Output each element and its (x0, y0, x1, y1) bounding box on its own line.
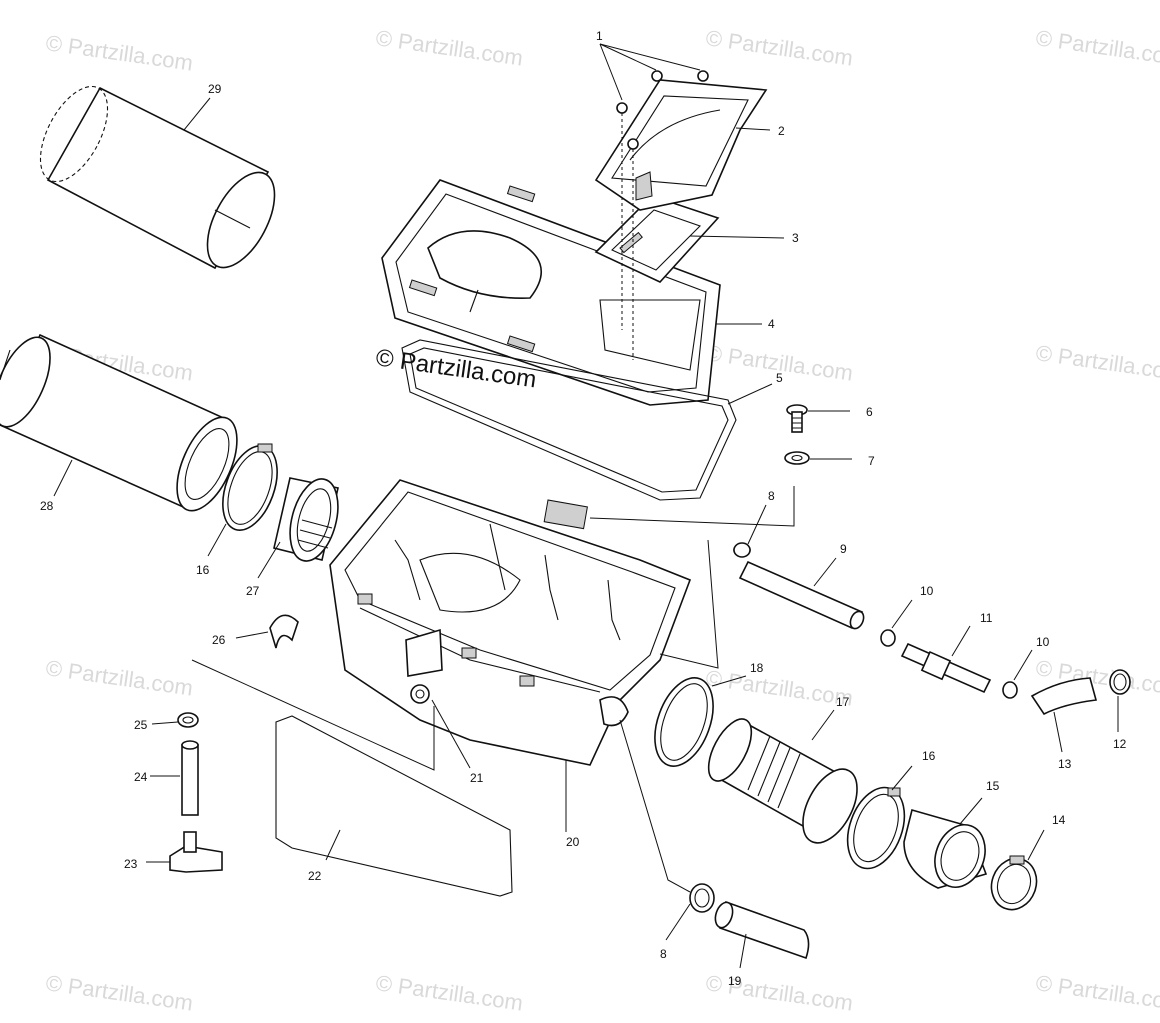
callout-12: 12 (1113, 737, 1127, 751)
callout-16-right: 16 (922, 749, 936, 763)
part-intake-adapter (707, 718, 858, 844)
part-filter-sleeve (39, 85, 276, 270)
leader-lines (53, 43, 1119, 969)
part-hose-clamp-left (222, 443, 278, 531)
part-drain-assembly (169, 712, 223, 873)
callout-23: 23 (124, 857, 138, 871)
callout-25: 25 (134, 718, 148, 732)
callout-7: 7 (868, 454, 875, 468)
callout-16-left: 16 (196, 563, 210, 577)
callout-4: 4 (768, 317, 775, 331)
callout-27: 27 (246, 584, 260, 598)
callout-8-lower: 8 (660, 947, 667, 961)
part-air-box-base (329, 479, 692, 766)
watermark: © Partzilla.com (1034, 25, 1160, 70)
watermark: © Partzilla.com (704, 25, 854, 70)
part-clip (269, 614, 299, 649)
part-breather-tube (733, 543, 865, 630)
part-grommet (410, 684, 430, 704)
part-air-filter (0, 333, 238, 512)
callout-22: 22 (308, 869, 322, 883)
part-lower-clamp-and-hose (689, 883, 810, 960)
callout-labels: 1 2 3 4 5 6 7 8 8 9 10 10 11 12 13 14 15… (40, 29, 1127, 988)
callout-1: 1 (596, 29, 603, 43)
callout-2: 2 (778, 124, 785, 138)
part-o-ring (654, 677, 714, 767)
callout-6: 6 (866, 405, 873, 419)
part-hose-clamp-right (1030, 669, 1131, 716)
part-upper-small-clamp (733, 542, 751, 558)
part-cover-seal (401, 339, 737, 501)
callout-18: 18 (750, 661, 764, 675)
part-hose-clamp-end (990, 855, 1038, 911)
callout-28: 28 (40, 499, 54, 513)
part-adapter-ring (273, 477, 339, 562)
watermark: © Partzilla.com (374, 970, 524, 1015)
watermark: © Partzilla.com (1034, 970, 1160, 1015)
part-intake-gasket (594, 195, 720, 283)
part-bolt-washer (784, 404, 810, 465)
watermark: © Partzilla.com (44, 970, 194, 1015)
watermark: © Partzilla.com (44, 30, 194, 75)
callout-11: 11 (980, 611, 993, 625)
callout-26: 26 (212, 633, 226, 647)
part-rubber-boot (903, 809, 988, 889)
part-bottom-plate (275, 715, 513, 897)
watermark: © Partzilla.com (704, 665, 854, 710)
callout-15: 15 (986, 779, 1000, 793)
watermark: © Partzilla.com (374, 25, 524, 70)
callout-5: 5 (776, 371, 783, 385)
watermark: © Partzilla.com (1034, 340, 1160, 385)
callout-21: 21 (470, 771, 484, 785)
callout-24: 24 (134, 770, 148, 784)
callout-14: 14 (1052, 813, 1066, 827)
callout-3: 3 (792, 231, 799, 245)
part-intake-duct (594, 79, 768, 211)
callout-19: 19 (728, 974, 742, 988)
part-screws (616, 70, 709, 360)
callout-9: 9 (840, 542, 847, 556)
callout-29: 29 (208, 82, 222, 96)
watermark: © Partzilla.com (704, 970, 854, 1015)
callout-10-right: 10 (1036, 635, 1050, 649)
callout-20: 20 (566, 835, 580, 849)
callout-13: 13 (1058, 757, 1072, 771)
part-air-box-cover (381, 179, 721, 406)
part-fittings (880, 629, 1018, 699)
callout-10-left: 10 (920, 584, 934, 598)
callout-8-upper: 8 (768, 489, 775, 503)
callout-17: 17 (836, 695, 850, 709)
watermark: © Partzilla.com (44, 655, 194, 700)
